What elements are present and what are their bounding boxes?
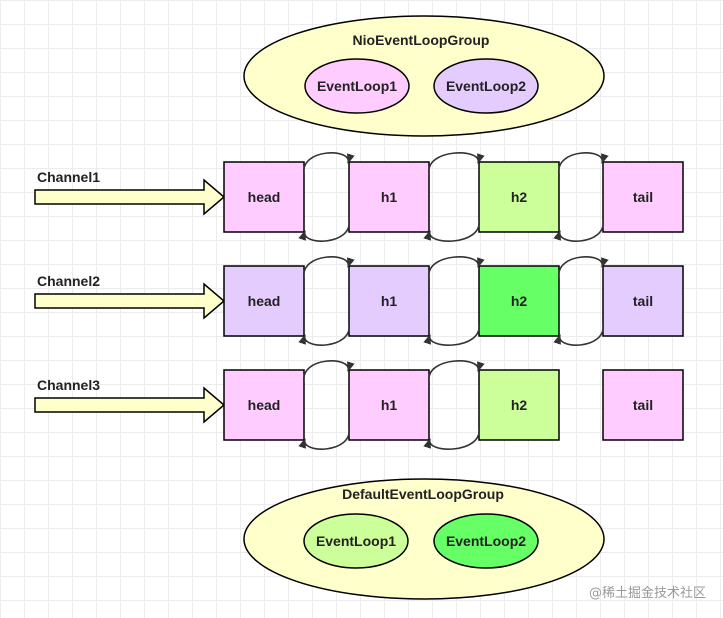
outbound-arc [303, 152, 355, 175]
handler-box [223, 265, 305, 337]
handler-h2: h2 [478, 369, 560, 441]
handler-label: head [248, 189, 281, 205]
inbound-arc [423, 427, 480, 450]
channel-label: Channel3 [37, 377, 100, 393]
channel-label: Channel2 [37, 273, 100, 289]
handler-label: head [248, 397, 281, 413]
inbound-arc [553, 219, 604, 242]
inbound-arc [423, 219, 480, 242]
nio-event-loop-1-label: EventLoop1 [317, 78, 397, 94]
handler-box [602, 369, 684, 441]
handler-head: head [223, 265, 305, 337]
watermark: @稀土掘金技术社区 [589, 585, 706, 601]
handler-head: head [223, 161, 305, 233]
handler-tail: tail [602, 161, 684, 233]
handler-label: h1 [381, 189, 398, 205]
handler-box [223, 369, 305, 441]
default-event-loop-2 [433, 513, 539, 569]
handler-tail: tail [602, 265, 684, 337]
outbound-arc [558, 256, 609, 279]
nio-event-loop-group: NioEventLoopGroup EventLoop1 EventLoop2 [243, 15, 605, 137]
handler-label: h2 [511, 397, 528, 413]
handler-label: h1 [381, 397, 398, 413]
handler-link [553, 152, 609, 242]
outbound-arc [428, 256, 485, 279]
handler-label: tail [633, 189, 653, 205]
handler-h1: h1 [348, 265, 430, 337]
handler-h1: h1 [348, 369, 430, 441]
handler-head: head [223, 369, 305, 441]
handler-box [348, 161, 430, 233]
channel-row-3: Channel3 head h1 h2 tail [34, 360, 684, 450]
default-group-ellipse [243, 478, 605, 600]
handler-tail: tail [602, 369, 684, 441]
handler-box [348, 369, 430, 441]
handler-box [223, 161, 305, 233]
default-event-loop-1 [303, 513, 409, 569]
handler-label: head [248, 293, 281, 309]
handler-label: h2 [511, 189, 528, 205]
outbound-arc [303, 360, 355, 383]
default-group-title: DefaultEventLoopGroup [342, 486, 504, 502]
handler-box [602, 161, 684, 233]
inbound-arc [423, 323, 480, 346]
default-event-loop-2-label: EventLoop2 [446, 533, 526, 549]
default-event-loop-group: DefaultEventLoopGroup EventLoop1 EventLo… [243, 478, 605, 600]
handler-link [298, 256, 355, 346]
nio-event-loop-2-label: EventLoop2 [446, 78, 526, 94]
handler-link [298, 152, 355, 242]
handler-h2: h2 [478, 265, 560, 337]
channel-row-1: Channel1 head h1 h2 tail [34, 152, 684, 242]
inbound-arc [553, 323, 604, 346]
outbound-arc [303, 256, 355, 279]
handler-link [298, 360, 355, 450]
inbound-arrow [34, 282, 226, 320]
handler-box [478, 265, 560, 337]
handler-box [478, 161, 560, 233]
default-event-loop-1-label: EventLoop1 [316, 533, 396, 549]
handler-link [423, 256, 485, 346]
outbound-arc [558, 152, 609, 175]
inbound-arc [298, 427, 350, 450]
handler-link [423, 360, 485, 450]
handler-box [348, 265, 430, 337]
inbound-arc [298, 323, 350, 346]
handler-h1: h1 [348, 161, 430, 233]
handler-label: h2 [511, 293, 528, 309]
handler-label: h1 [381, 293, 398, 309]
inbound-arrow [34, 178, 226, 216]
inbound-arrow [34, 386, 226, 424]
channel-label: Channel1 [37, 169, 100, 185]
handler-box [602, 265, 684, 337]
inbound-arc [298, 219, 350, 242]
handler-h2: h2 [478, 161, 560, 233]
nio-event-loop-1 [304, 58, 410, 114]
nio-group-title: NioEventLoopGroup [353, 32, 490, 48]
handler-link [423, 152, 485, 242]
handler-label: tail [633, 293, 653, 309]
handler-label: tail [633, 397, 653, 413]
handler-link [553, 256, 609, 346]
handler-box [478, 369, 560, 441]
channel-row-2: Channel2 head h1 h2 tail [34, 256, 684, 346]
outbound-arc [428, 152, 485, 175]
outbound-arc [428, 360, 485, 383]
nio-event-loop-2 [433, 58, 539, 114]
